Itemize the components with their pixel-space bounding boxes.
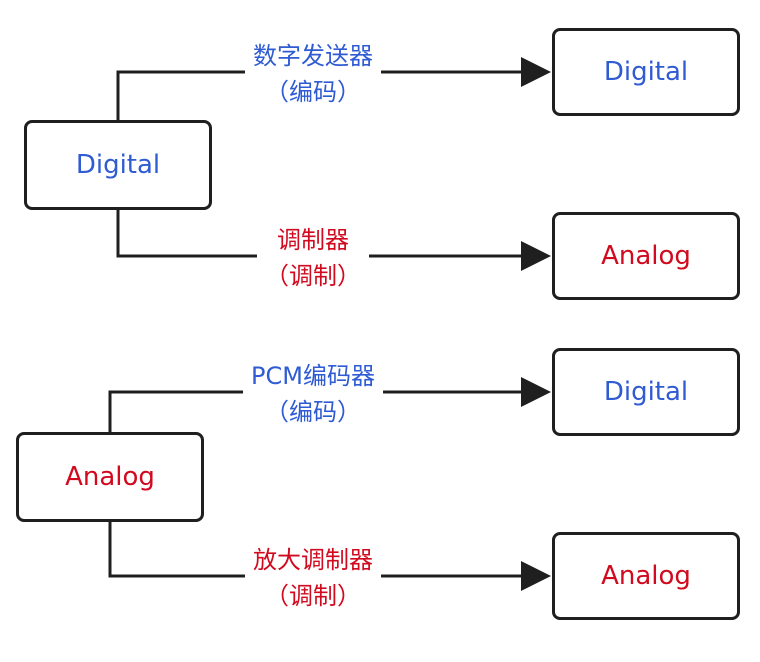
- target-label: Analog: [601, 561, 691, 591]
- branch-label-line1: 放大调制器: [253, 546, 373, 574]
- target-box-digital-2: Digital: [552, 348, 740, 436]
- connector-4: [108, 522, 551, 591]
- target-label: Digital: [603, 377, 689, 407]
- source-label: Analog: [65, 462, 155, 492]
- branch-label-pcm-encoder: PCM编码器 （编码）: [243, 358, 383, 430]
- connector-3: [108, 377, 551, 432]
- connector-2: [116, 210, 551, 271]
- target-box-analog-2: Analog: [552, 532, 740, 620]
- branch-label-line2: （调制）: [265, 582, 361, 610]
- target-box-digital-1: Digital: [552, 28, 740, 116]
- target-label: Analog: [601, 241, 691, 271]
- branch-label-line2: （编码）: [265, 398, 361, 426]
- target-box-analog-1: Analog: [552, 212, 740, 300]
- source-box-digital: Digital: [24, 120, 212, 210]
- branch-label-digital-transmitter: 数字发送器 （编码）: [245, 38, 381, 110]
- branch-label-line2: （编码）: [265, 78, 361, 106]
- branch-label-line1: PCM编码器: [251, 362, 375, 390]
- branch-label-amplifier-modulator: 放大调制器 （调制）: [245, 542, 381, 614]
- source-box-analog: Analog: [16, 432, 204, 522]
- branch-label-modulator: 调制器 （调制）: [257, 222, 369, 294]
- target-label: Digital: [603, 57, 689, 87]
- connector-1: [116, 57, 551, 120]
- source-label: Digital: [75, 150, 161, 180]
- branch-label-line1: 调制器: [277, 226, 349, 254]
- branch-label-line2: （调制）: [265, 262, 361, 290]
- branch-label-line1: 数字发送器: [253, 42, 373, 70]
